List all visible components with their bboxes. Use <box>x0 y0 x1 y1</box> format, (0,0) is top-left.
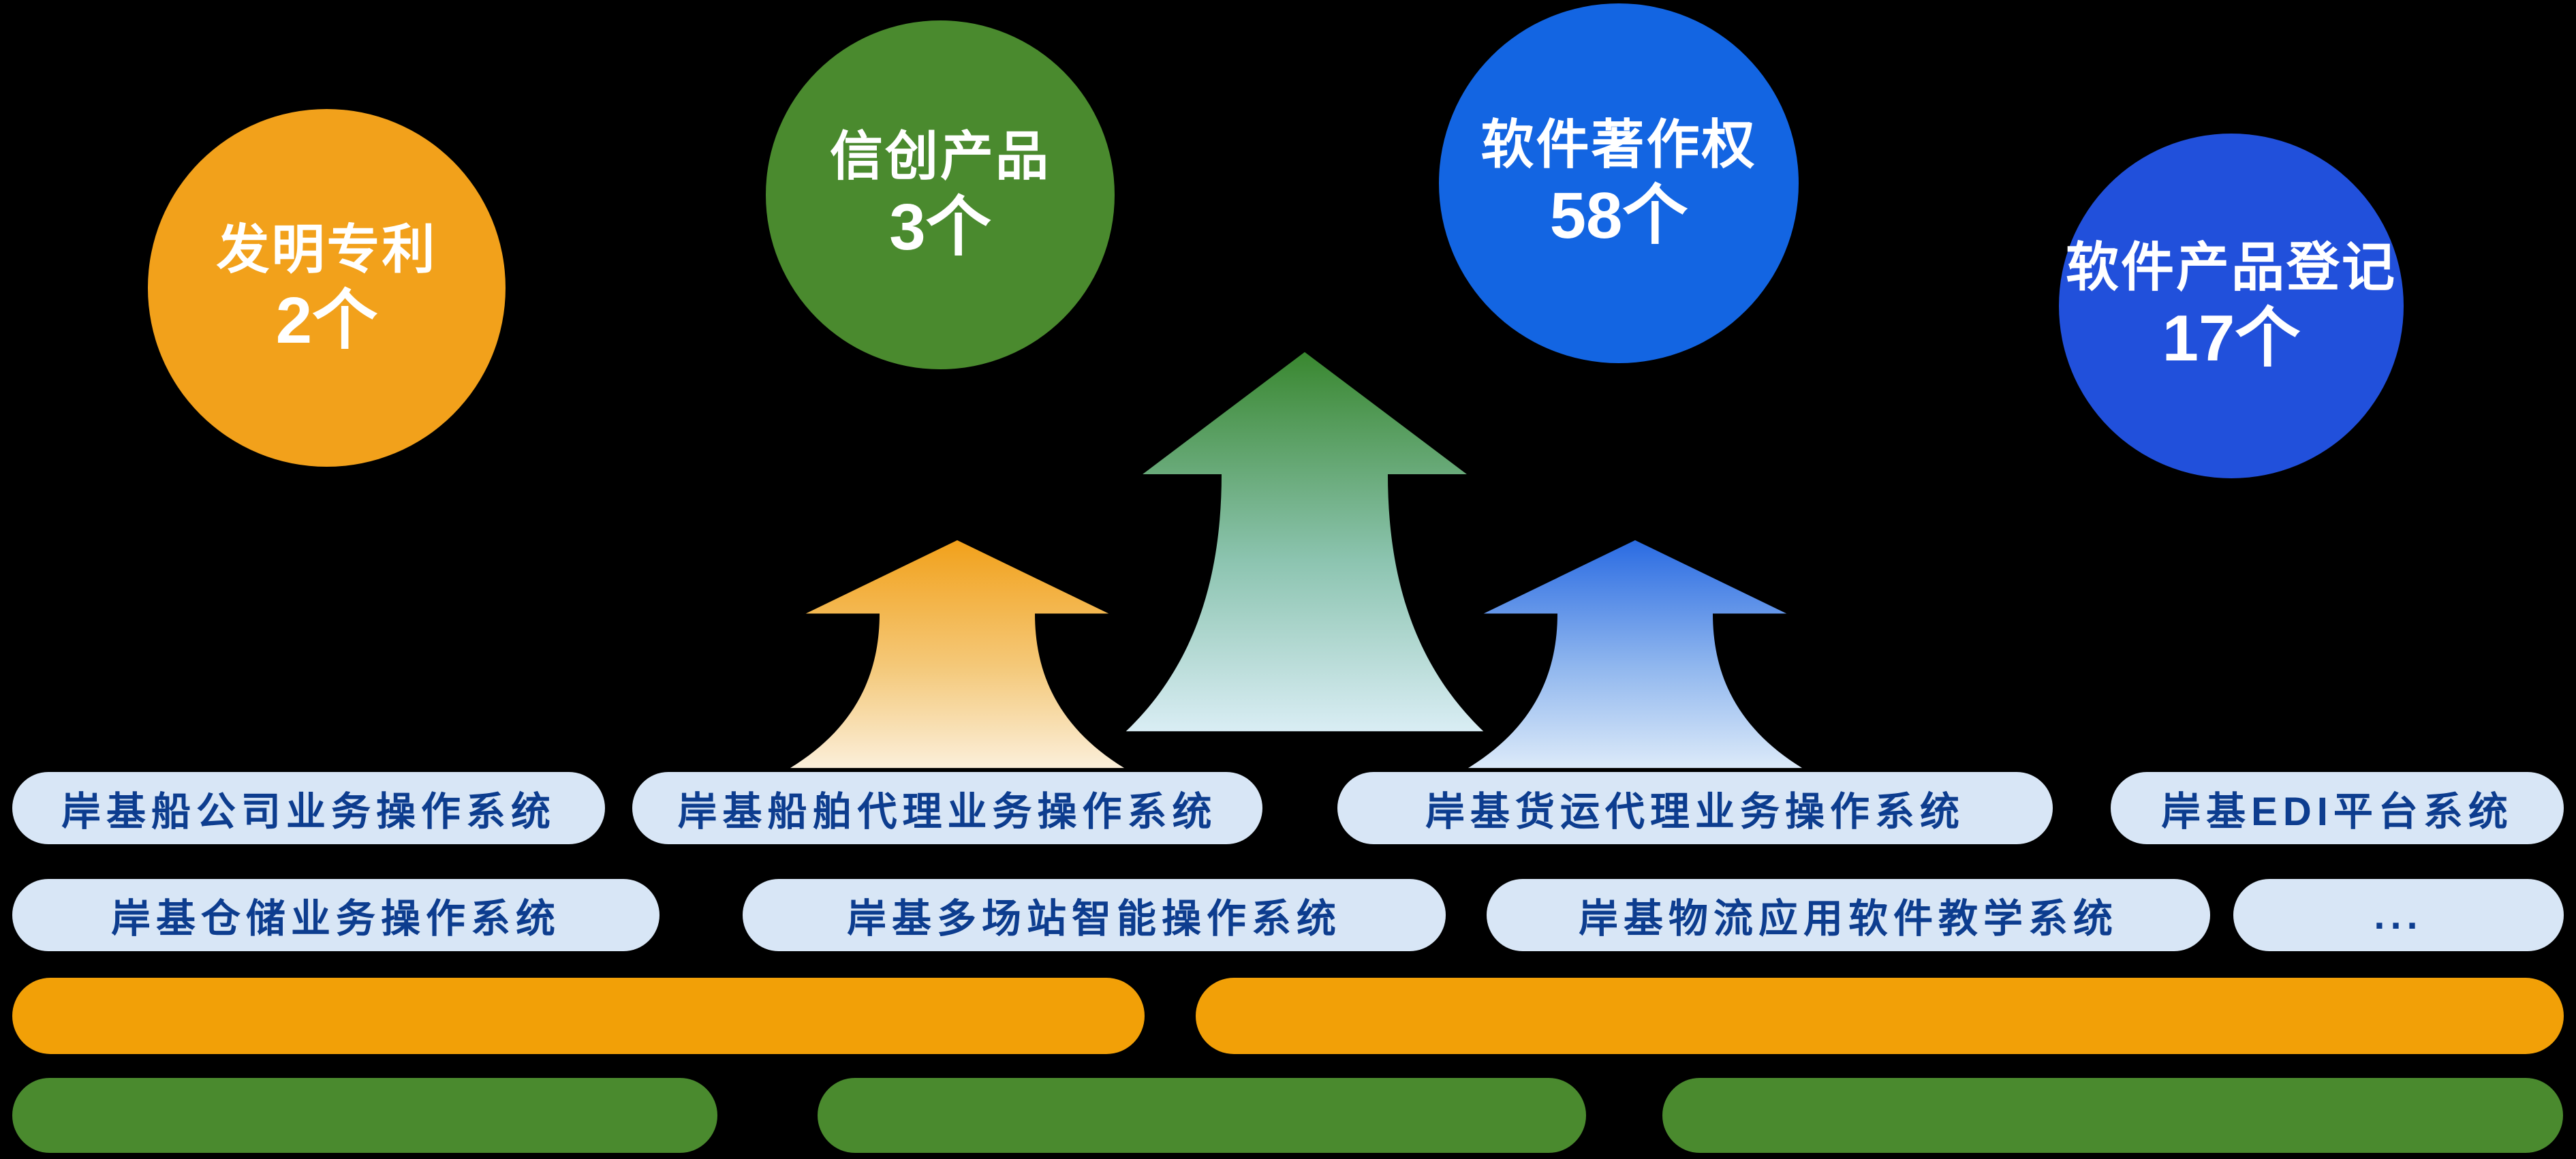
badge-count: 17个 <box>2162 302 2301 375</box>
system-pill-multi-yard: 岸基多场站智能操作系统 <box>743 879 1446 951</box>
blue-up-arrow-icon <box>1468 540 1803 769</box>
system-pill-label: 岸基EDI平台系统 <box>2161 790 2513 834</box>
system-pill-label: ... <box>2374 893 2423 938</box>
badge-software-copyrights: 软件著作权 58个 <box>1439 3 1799 363</box>
system-pill-label: 岸基船舶代理业务操作系统 <box>677 790 1217 834</box>
badge-xinchuang-products: 信创产品 3个 <box>766 20 1115 369</box>
system-pill-ship-company: 岸基船公司业务操作系统 <box>12 772 605 844</box>
system-pill-logistics-teaching: 岸基物流应用软件教学系统 <box>1487 879 2210 951</box>
green-bar-3 <box>1662 1078 2563 1153</box>
badge-label: 软件产品登记 <box>2065 237 2397 298</box>
system-pill-label: 岸基物流应用软件教学系统 <box>1578 897 2118 941</box>
badge-label: 信创产品 <box>829 126 1051 187</box>
system-pill-label: 岸基货运代理业务操作系统 <box>1425 790 1965 834</box>
badge-invention-patents: 发明专利 2个 <box>148 109 506 467</box>
green-bar-2 <box>818 1078 1586 1153</box>
orange-up-arrow-icon <box>790 540 1125 769</box>
system-pill-ship-agency: 岸基船舶代理业务操作系统 <box>632 772 1262 844</box>
system-pill-freight-forwarding: 岸基货运代理业务操作系统 <box>1337 772 2053 844</box>
system-pill-more-ellipsis: ... <box>2233 879 2564 951</box>
green-up-arrow-icon <box>1126 352 1484 732</box>
badge-label: 发明专利 <box>216 219 437 279</box>
badge-count: 58个 <box>1549 179 1688 253</box>
orange-bar-1 <box>12 978 1145 1054</box>
green-bar-1 <box>12 1078 717 1153</box>
system-pill-edi-platform: 岸基EDI平台系统 <box>2111 772 2564 844</box>
badge-count: 3个 <box>889 191 991 264</box>
badge-software-product-registrations: 软件产品登记 17个 <box>2059 134 2404 478</box>
system-pill-label: 岸基船公司业务操作系统 <box>61 790 556 834</box>
orange-bar-2 <box>1196 978 2564 1054</box>
system-pill-warehousing: 岸基仓储业务操作系统 <box>12 879 659 951</box>
system-pill-label: 岸基多场站智能操作系统 <box>846 897 1341 941</box>
badge-label: 软件著作权 <box>1480 114 1757 175</box>
badge-count: 2个 <box>275 283 378 357</box>
system-pill-label: 岸基仓储业务操作系统 <box>110 897 561 941</box>
